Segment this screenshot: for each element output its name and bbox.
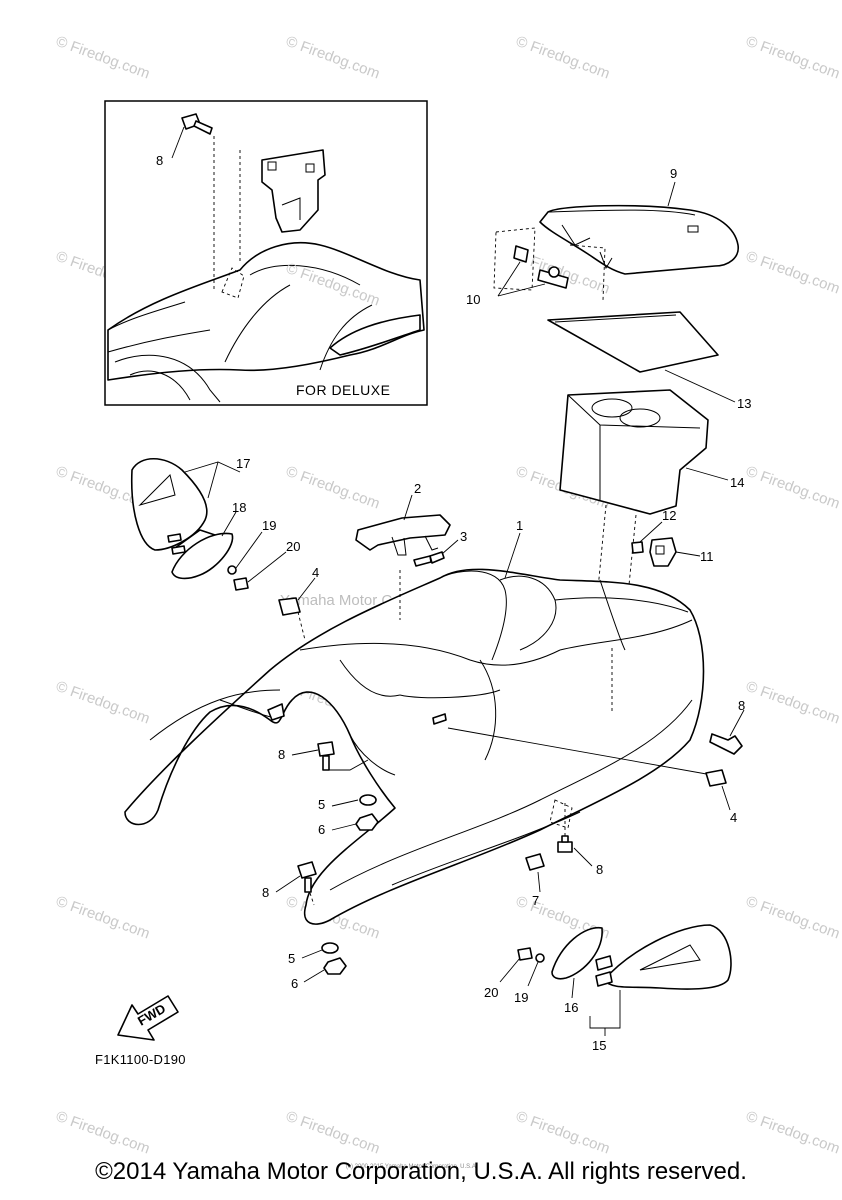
bolt-8-lower-left: 8	[262, 861, 317, 906]
callout-8-inset: 8	[156, 153, 163, 168]
nut-6-lower: 6	[291, 957, 347, 991]
clip-right: 4	[705, 769, 737, 825]
callout-15: 15	[592, 1038, 606, 1053]
watermark-firedog: © Firedog.com	[514, 1108, 612, 1158]
rear-light-right: 16 15 19 20	[484, 924, 732, 1053]
diagram-code: F1K1100-D190	[95, 1052, 186, 1067]
callout-1: 1	[516, 518, 523, 533]
watermark-firedog: © Firedog.com	[744, 33, 842, 83]
deluxe-inset: 8 © Firedog.com FOR DELUXE	[104, 100, 428, 406]
inset-title: FOR DELUXE	[296, 382, 390, 398]
callout-10: 10	[466, 292, 480, 307]
watermark-firedog: © Firedog.com	[54, 1108, 152, 1158]
watermark-firedog: © Firedog.com	[744, 248, 842, 298]
watermark-firedog: © Firedog.com	[514, 33, 612, 83]
callout-8-lower-left: 8	[262, 885, 269, 900]
bolt-8-right: 8	[709, 698, 745, 755]
clip-left: 4	[278, 565, 319, 641]
watermark-firedog: © Firedog.com	[54, 893, 152, 943]
callout-7: 7	[532, 893, 539, 908]
callout-19-lower: 19	[514, 990, 528, 1005]
callout-11: 11	[700, 549, 714, 564]
callout-6-lower: 6	[291, 976, 298, 991]
watermark-firedog: © Firedog.com	[284, 33, 382, 83]
nut-6-upper: 6	[318, 813, 379, 837]
callout-3: 3	[460, 529, 467, 544]
watermark-firedog: © Firedog.com	[284, 1108, 382, 1158]
callout-18: 18	[232, 500, 246, 515]
rear-light-left: 17 18 19 20	[130, 456, 300, 591]
callout-6-upper: 6	[318, 822, 325, 837]
callout-16: 16	[564, 1000, 578, 1015]
watermark-firedog: © Firedog.com	[54, 678, 152, 728]
bolt-8-lower-right: 8	[557, 800, 603, 877]
storage-bin: 14	[559, 389, 744, 616]
callout-17: 17	[236, 456, 250, 471]
callout-14: 14	[730, 475, 744, 490]
callout-8-mid: 8	[278, 747, 285, 762]
latch-parts: 10	[466, 227, 606, 307]
callout-4-lower: 4	[730, 810, 737, 825]
seat-body: 1	[124, 518, 713, 925]
watermark-firedog: © Firedog.com	[744, 463, 842, 513]
clip-7: 7	[525, 853, 545, 908]
callout-4-upper: 4	[312, 565, 319, 580]
callout-12: 12	[662, 508, 676, 523]
copyright-notice: ©2014 Yamaha Motor Corporation, U.S.A. A…	[95, 1158, 747, 1185]
fwd-arrow: FWD	[117, 995, 179, 1041]
callout-20-upper: 20	[286, 539, 300, 554]
bolt-8-mid: 8	[278, 741, 369, 771]
callout-8-lower-right: 8	[596, 862, 603, 877]
callout-13: 13	[737, 396, 751, 411]
callout-20-lower: 20	[484, 985, 498, 1000]
watermark-firedog: © Firedog.com	[54, 33, 152, 83]
callout-19-upper: 19	[262, 518, 276, 533]
callout-5-upper: 5	[318, 797, 325, 812]
watermark-firedog: © Firedog.com	[744, 1108, 842, 1158]
washer-5-upper: 5	[318, 794, 377, 812]
grab-handle: 2 3	[355, 481, 467, 567]
callout-9: 9	[670, 166, 677, 181]
storage-lid: 9	[539, 166, 739, 275]
watermark-firedog: © Firedog.com	[284, 463, 382, 513]
storage-mat: 13	[547, 311, 751, 411]
callout-5-lower: 5	[288, 951, 295, 966]
watermark-firedog: © Firedog.com	[744, 893, 842, 943]
small-notice: (c) 2000-2015 Yamaha Motor Corporation, …	[346, 1164, 478, 1170]
callout-8-right: 8	[738, 698, 745, 713]
vent-parts: 11 12	[631, 508, 714, 567]
callout-2: 2	[414, 481, 421, 496]
watermark-firedog: © Firedog.com	[744, 678, 842, 728]
washer-5-lower: 5	[288, 942, 339, 966]
